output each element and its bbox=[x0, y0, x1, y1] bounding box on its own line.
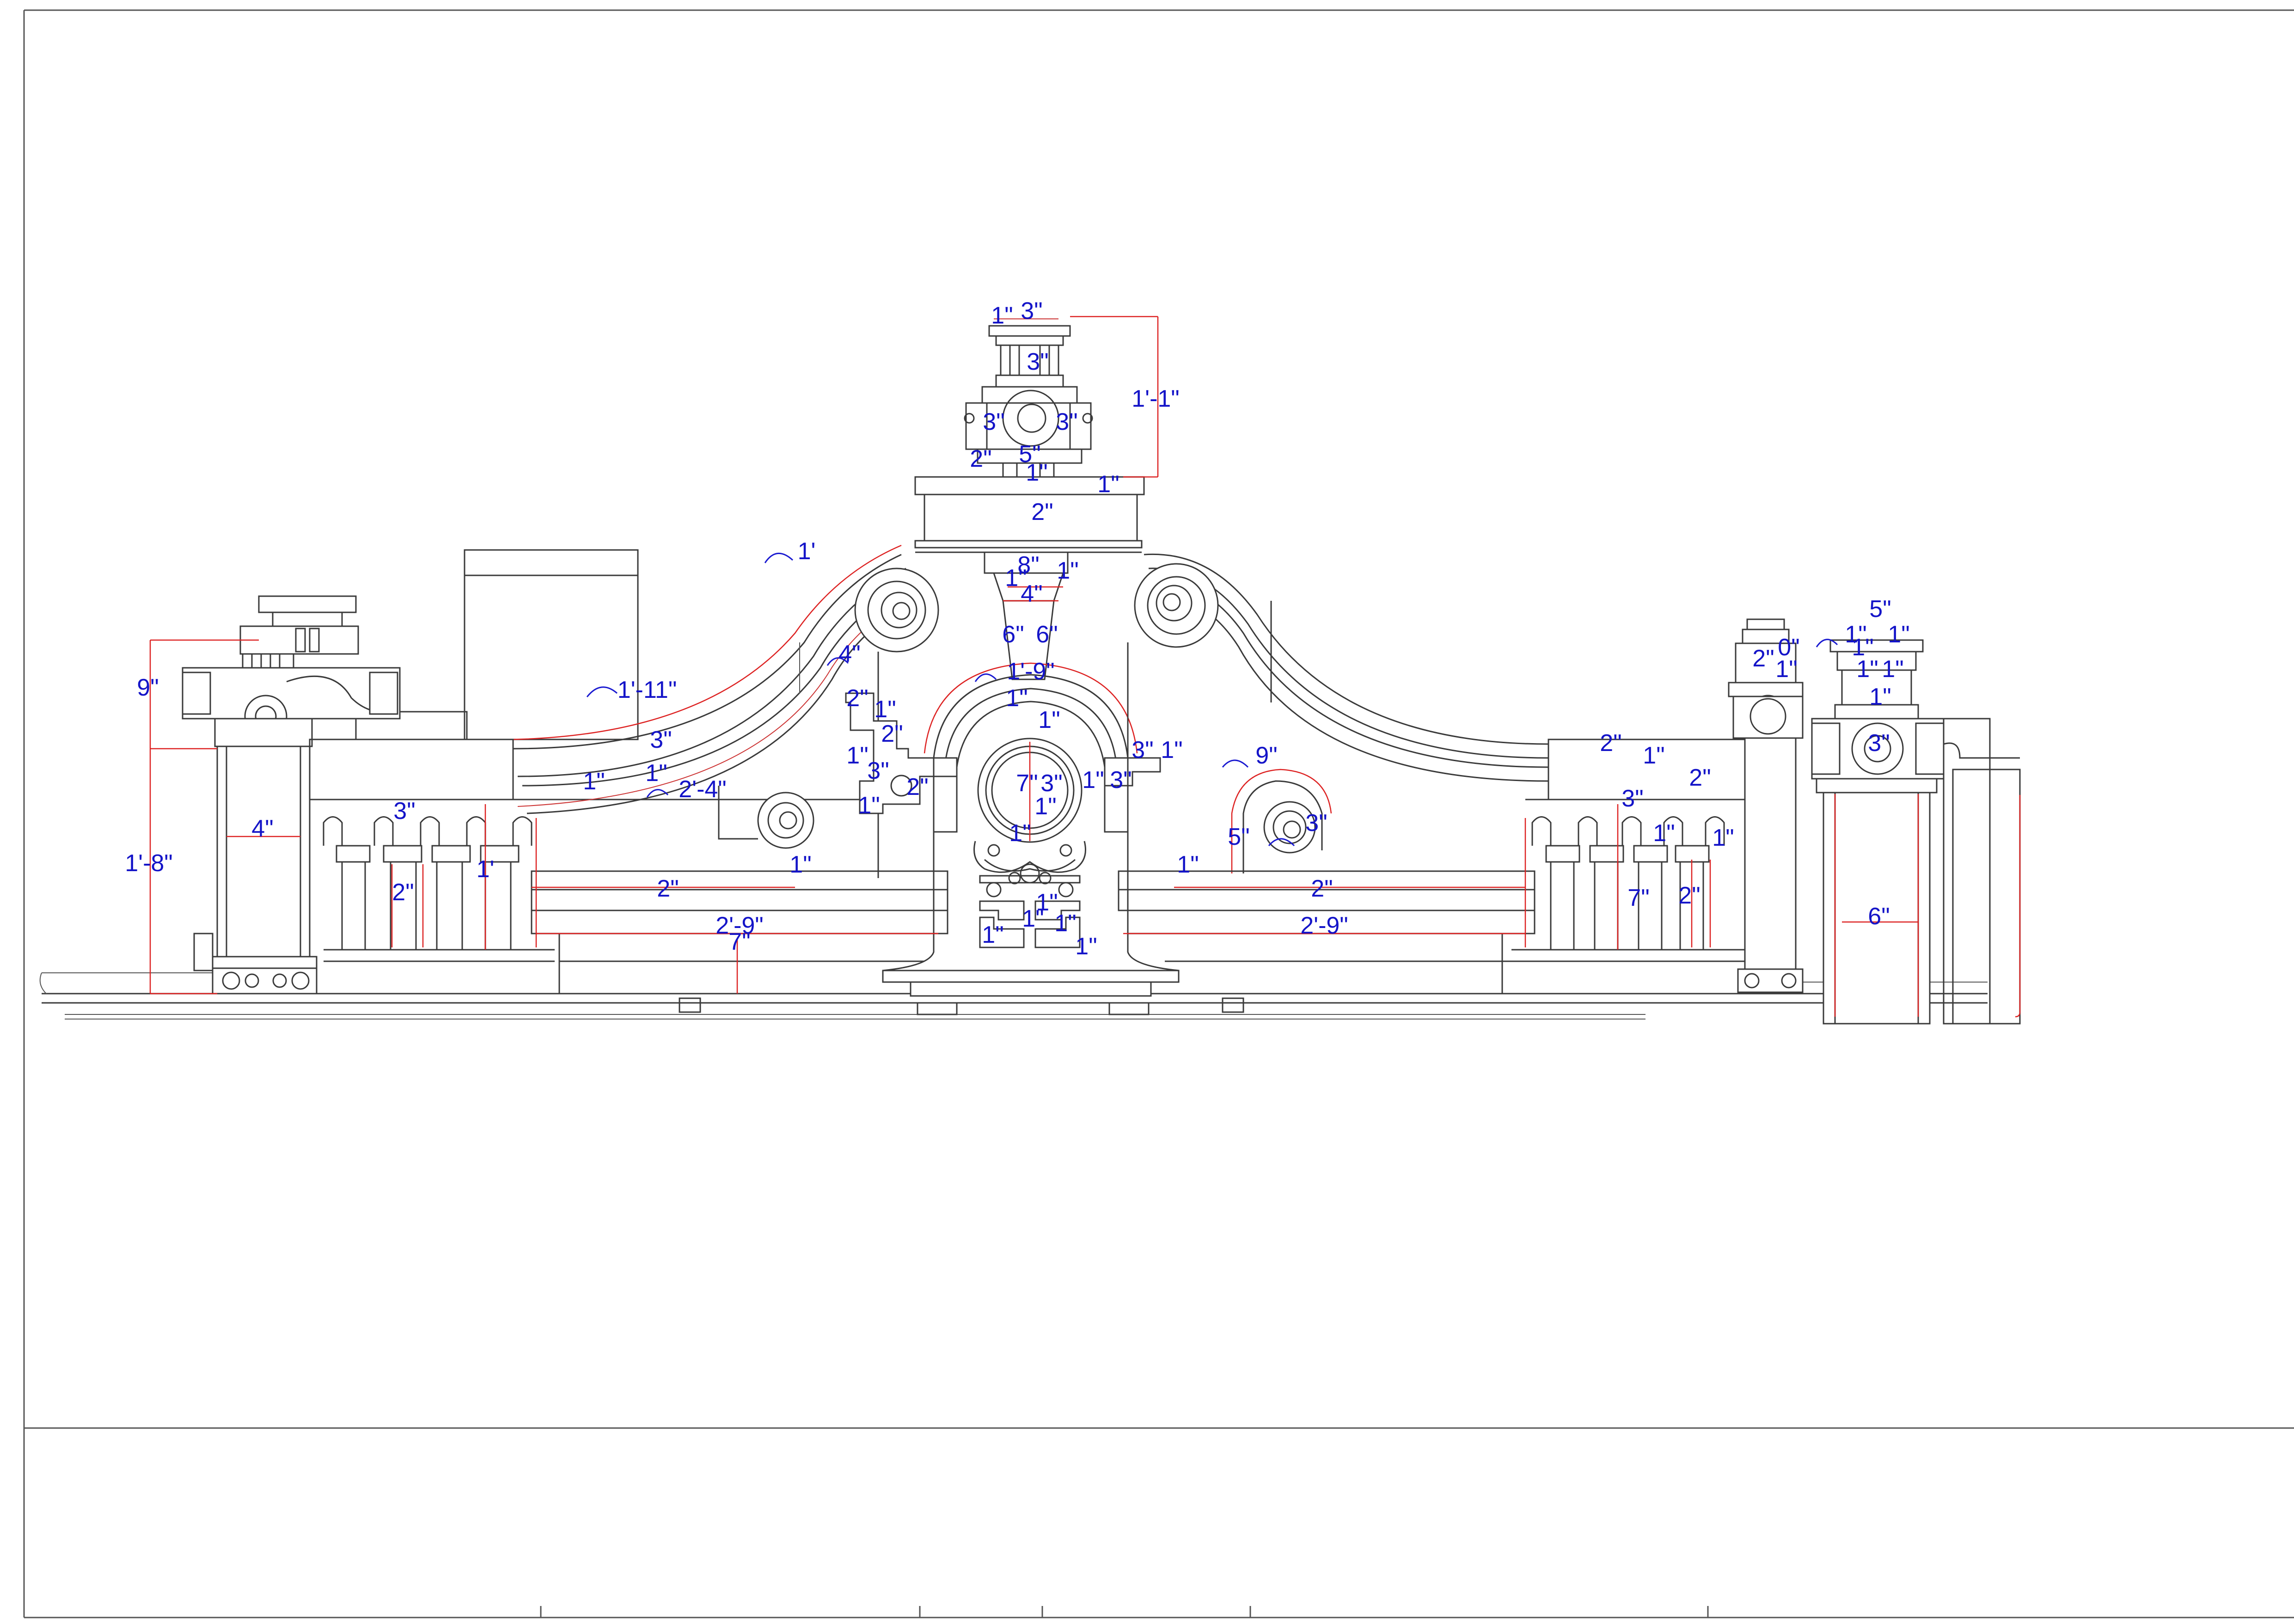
dimension-label-key-1d: 1" bbox=[982, 922, 1003, 948]
dimension-label-scroll-1: 1' bbox=[798, 538, 816, 565]
dimension-label-key-1c: 1" bbox=[1054, 910, 1076, 937]
dimension-label-neck-1: 1" bbox=[1026, 459, 1047, 486]
dimension-label-step-2a: 2" bbox=[846, 685, 868, 712]
left-balustrade bbox=[309, 739, 555, 962]
dimension-label-arch-1b: 1" bbox=[1038, 707, 1060, 733]
dimension-label-rscroll-3: 3" bbox=[1305, 810, 1327, 836]
dimension-label-left-9: 9" bbox=[137, 674, 159, 701]
dimension-label-rfin-1a: 1" bbox=[1845, 621, 1866, 648]
dimension-label-lbase-2-9: 2'-9" bbox=[716, 912, 764, 939]
dimension-label-ped-1a: 1" bbox=[1005, 565, 1027, 592]
dimension-label-rfin-1f: 1" bbox=[1869, 684, 1891, 710]
dimension-label-circle-7: 7" bbox=[1016, 770, 1038, 797]
dimension-label-left-1-8: 1'-8" bbox=[125, 850, 173, 877]
dimension-label-rscroll-5: 5" bbox=[1228, 824, 1249, 850]
dimension-label-sphere-3l: 3" bbox=[983, 409, 1004, 435]
dimension-label-rstep-1a: 1" bbox=[1161, 737, 1182, 763]
dimension-label-rbal-2a: 2" bbox=[1600, 730, 1621, 757]
dimension-label-rpost-1a: 1" bbox=[1775, 656, 1797, 683]
sheet-frame bbox=[23, 9, 2294, 1618]
dimension-label-rbal-3: 3" bbox=[1621, 785, 1643, 812]
dimension-label-ped-4: 4" bbox=[1021, 580, 1042, 607]
dimension-label-rbal-1b: 1" bbox=[1653, 820, 1675, 847]
dimension-label-rfin-1b: 1" bbox=[1888, 621, 1909, 648]
dimension-label-finial-3a: 3" bbox=[1027, 348, 1048, 375]
dimension-label-ped-6l: 6" bbox=[1002, 621, 1024, 648]
dimension-label-rrail-1: 1" bbox=[1177, 851, 1199, 878]
dimension-label-rpost-0: 0" bbox=[1778, 634, 1799, 661]
dimension-label-rrail-2: 2" bbox=[1311, 875, 1333, 902]
dimension-label-curve-1a: 1" bbox=[583, 768, 605, 795]
dimension-label-step-1c: 1" bbox=[858, 792, 880, 819]
dimension-label-key-1b: 1" bbox=[1022, 905, 1044, 932]
dimension-label-curve-1-11: 1'-11" bbox=[618, 677, 677, 703]
dimension-label-neck-5: 5" bbox=[1019, 441, 1040, 468]
dimension-label-lrail-2: 2" bbox=[657, 875, 679, 902]
dimension-label-curve-1b: 1" bbox=[645, 760, 667, 787]
dimension-label-rfin-1e: 1" bbox=[1882, 656, 1903, 683]
dimension-label-rpost-2: 2" bbox=[1752, 645, 1774, 672]
dimension-label-lbal-3: 3" bbox=[393, 798, 415, 824]
dimension-label-key-1e: 1" bbox=[1075, 933, 1097, 960]
dimension-label-rfin-1d: 1" bbox=[1856, 656, 1878, 683]
dimension-label-overall-1-1: 1'-1" bbox=[1132, 385, 1180, 412]
dimension-label-left-4: 4" bbox=[251, 815, 273, 842]
right-far-post bbox=[1811, 639, 2021, 1025]
dimension-label-rstep-3a: 3" bbox=[1132, 737, 1153, 763]
dimension-label-base-1: 1" bbox=[1097, 471, 1119, 498]
dimension-label-rfin-5: 5" bbox=[1869, 596, 1891, 623]
dimension-label-rbal-1a: 1" bbox=[1643, 742, 1664, 769]
dimension-labels: 1"3"3"1'-1"3"3"5"2"1"1"2"8"1"1"4"6"6"1'-… bbox=[125, 298, 1909, 960]
dimension-label-ped-1b: 1" bbox=[1057, 557, 1078, 584]
dimension-label-step-1b: 1" bbox=[846, 742, 868, 769]
dimension-label-rbal-2b: 2" bbox=[1689, 764, 1711, 791]
dimension-label-rfin-3: 3" bbox=[1868, 730, 1890, 757]
dimension-label-ped-8: 8" bbox=[1017, 552, 1039, 579]
dimension-label-lbal-1: 1' bbox=[477, 856, 495, 883]
dimension-lines bbox=[149, 639, 1711, 995]
dimension-label-sphere-3r: 3" bbox=[1056, 409, 1077, 435]
dimension-label-curve-3: 3" bbox=[650, 727, 672, 753]
dimension-label-lbal-2: 2" bbox=[392, 879, 414, 906]
dimension-label-curve-2-4: 2'-4" bbox=[679, 776, 727, 803]
dimension-label-rbal-7: 7" bbox=[1627, 885, 1649, 911]
center-finial bbox=[914, 316, 1159, 553]
dimension-label-top-3: 3" bbox=[1021, 298, 1042, 324]
right-balustrade bbox=[1511, 739, 1753, 962]
radius-markers bbox=[586, 553, 1838, 847]
dimension-label-circle-3: 3" bbox=[1040, 770, 1062, 797]
center-arch bbox=[679, 551, 1244, 1015]
dimension-label-arch-1-9: 1'-9" bbox=[1007, 658, 1055, 685]
dimension-label-arch-1a: 1" bbox=[1006, 685, 1028, 712]
dimension-label-step-2b: 2" bbox=[881, 720, 903, 747]
dimension-label-key-1a: 1" bbox=[1036, 889, 1058, 916]
dimension-label-rfin-1c: 1" bbox=[1852, 634, 1873, 661]
right-end-post bbox=[1728, 618, 1804, 993]
dimension-label-base-2: 2" bbox=[1031, 499, 1053, 525]
left-end-post bbox=[182, 595, 401, 995]
dimension-label-rcol-6: 6" bbox=[1868, 903, 1890, 930]
dimension-label-step-3: 3" bbox=[867, 757, 889, 784]
dimension-label-step-2c: 2" bbox=[906, 774, 928, 800]
dimension-label-rscroll-9: 9" bbox=[1255, 742, 1277, 769]
dimension-label-lrail-1: 1" bbox=[789, 851, 811, 878]
left-pediment-wing bbox=[511, 544, 948, 994]
dimension-label-step-1a: 1" bbox=[874, 696, 896, 723]
dimension-label-lbase-7: 7" bbox=[728, 928, 750, 955]
dimension-label-rbase-2-9: 2'-9" bbox=[1300, 912, 1348, 939]
title-block bbox=[540, 1606, 1709, 1618]
dimension-label-rstep-3b: 3" bbox=[1110, 767, 1132, 794]
dimension-label-top-1: 1" bbox=[991, 302, 1013, 329]
dimension-label-neck-2: 2" bbox=[970, 446, 991, 472]
dimension-label-ped-6r: 6" bbox=[1036, 621, 1058, 648]
dimension-label-circle-1b: 1" bbox=[1009, 820, 1031, 847]
dimension-label-circle-1a: 1" bbox=[1034, 793, 1056, 820]
dimension-label-scroll-4: 4" bbox=[838, 641, 860, 667]
dimension-label-rstep-1b: 1" bbox=[1082, 767, 1104, 794]
dimension-label-rbal-1c: 1" bbox=[1712, 824, 1734, 851]
dimension-label-rbal-2c: 2" bbox=[1678, 882, 1700, 909]
